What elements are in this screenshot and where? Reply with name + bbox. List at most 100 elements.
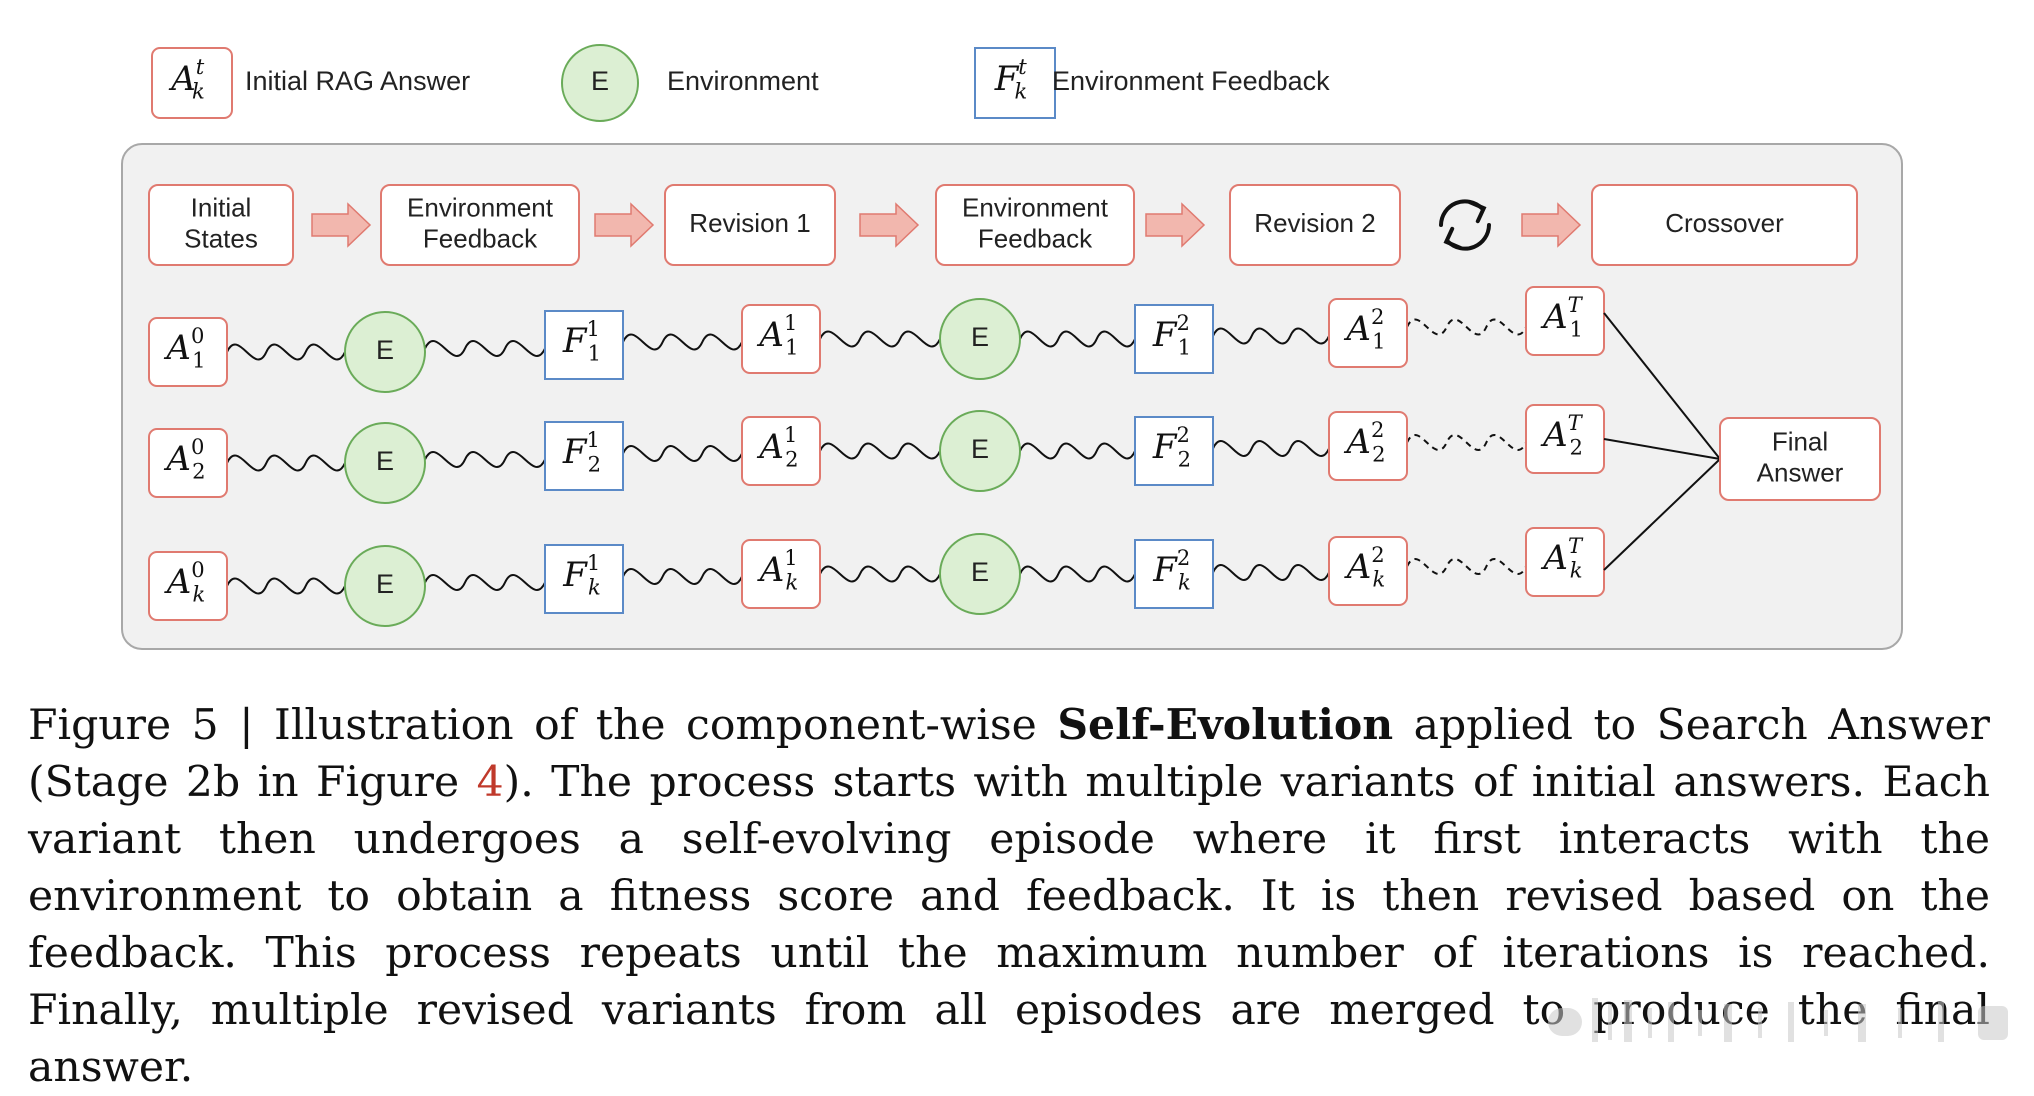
node-r1-c5-environment-label: E	[971, 322, 989, 352]
connector-2-1	[226, 454, 346, 472]
node-r3-c1-answer-node	[148, 551, 228, 621]
connector-3-6	[1212, 564, 1330, 581]
node-r3-c4-answer-node	[741, 539, 821, 609]
node-r2-c2-environment-node	[344, 422, 426, 504]
stage-label-5-line-1: Revision 2	[1254, 208, 1375, 238]
stage-6: Crossover	[1591, 184, 1858, 266]
connector-3-5	[1019, 565, 1136, 583]
legend-environment-symbol: E	[591, 66, 609, 96]
node-r2-c3-feedback-node	[544, 421, 624, 491]
connector-2-2	[424, 451, 546, 468]
stage-arrow-1	[311, 202, 372, 248]
refresh-icon-head-1	[1467, 200, 1487, 224]
connector-1-6	[1212, 327, 1330, 345]
connector-3-4	[819, 565, 941, 583]
final-answer-label-line-2: Answer	[1757, 457, 1844, 487]
node-r1-c2-environment-label: E	[376, 335, 394, 365]
caption-suffix: ). The process starts with multiple vari…	[28, 758, 1990, 1092]
caption-bold-term: Self-Evolution	[1057, 700, 1394, 750]
node-r2-c5-environment-node	[939, 410, 1021, 492]
node-r3-c3-feedback-node	[544, 544, 624, 614]
connector-3-7	[1406, 558, 1527, 575]
merge-line-3	[1603, 458, 1721, 571]
stage-box-4	[935, 184, 1135, 266]
connector-1-1	[226, 343, 346, 361]
stage-label-3-line-1: Revision 1	[689, 208, 810, 238]
caption-figure-ref[interactable]: 4	[476, 758, 504, 807]
stage-label-2-line-1: Environment	[407, 192, 554, 222]
node-r1-c6-feedback-node	[1134, 304, 1214, 374]
stage-box-6	[1591, 184, 1858, 266]
stage-box-5	[1229, 184, 1401, 266]
stage-label-1-line-1: Initial	[191, 192, 252, 222]
stage-arrow-4	[1145, 202, 1206, 248]
refresh-icon-head-2	[1443, 226, 1463, 250]
stage-label-2-line-2: Feedback	[423, 223, 538, 253]
connector-1-5	[1019, 330, 1136, 348]
stage-box-3	[664, 184, 836, 266]
stage-label-6-line-1: Crossover	[1665, 208, 1784, 238]
node-r1-c5-environment-node	[939, 298, 1021, 380]
node-r3-c8-answer-node	[1525, 527, 1605, 597]
legend-environment-icon	[561, 44, 639, 122]
connector-2-6	[1212, 440, 1330, 457]
node-r2-c4-answer-node	[741, 416, 821, 486]
stage-label-4-line-1: Environment	[962, 192, 1109, 222]
node-r2-c5-environment-label: E	[971, 434, 989, 464]
node-r2-c6-feedback-node	[1134, 416, 1214, 486]
connector-1-3	[622, 333, 743, 351]
final-answer-box	[1719, 417, 1881, 501]
final-answer-label-line-1: Final	[1772, 426, 1828, 456]
node-r1-c1-answer-node	[148, 317, 228, 387]
node-r3-c2-environment-label: E	[376, 569, 394, 599]
stage-label-4-line-2: Feedback	[978, 223, 1093, 253]
connector-1-4	[819, 330, 941, 348]
caption-prefix: Figure 5 | Illustration of the component…	[28, 701, 1058, 750]
stage-arrow-5	[1521, 202, 1582, 248]
node-r2-c1-answer-node	[148, 428, 228, 498]
connector-2-3	[622, 445, 743, 462]
node-r1-c8-answer-node	[1525, 286, 1605, 356]
node-r3-c7-answer-node	[1328, 536, 1408, 606]
node-r1-c4-answer-node	[741, 304, 821, 374]
legend-label-feedback: Environment Feedback	[1052, 66, 1330, 96]
merge-line-2	[1603, 438, 1721, 460]
node-r3-c5-environment-node	[939, 533, 1021, 615]
legend-answer-icon	[151, 47, 233, 119]
node-r3-c6-feedback-node	[1134, 539, 1214, 609]
stage-3: Revision 1	[664, 184, 836, 266]
node-r3-c5-environment-label: E	[971, 557, 989, 587]
figure-caption: Figure 5 | Illustration of the component…	[28, 697, 1990, 1096]
node-r2-c2-environment-label: E	[376, 446, 394, 476]
stage-arrow-3	[859, 202, 920, 248]
node-r1-c2-environment-node	[344, 311, 426, 393]
connector-1-2	[424, 340, 546, 357]
node-r3-c2-environment-node	[344, 545, 426, 627]
stage-label-1-line-2: States	[184, 223, 258, 253]
